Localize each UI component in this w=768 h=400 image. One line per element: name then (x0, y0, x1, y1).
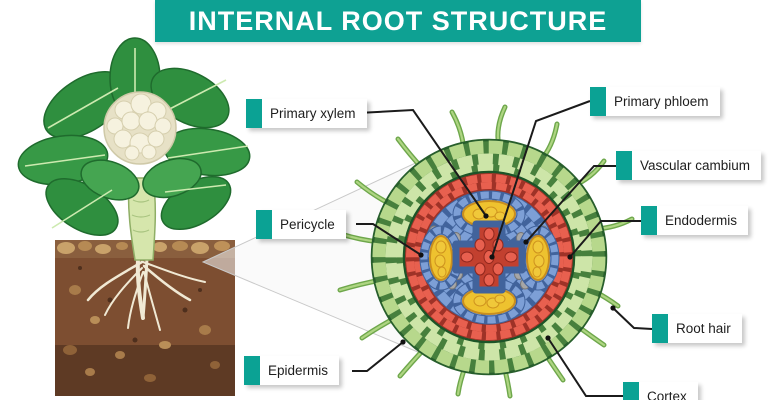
label-vascular-cambium: Vascular cambium (616, 151, 762, 180)
label-primary-phloem: Primary phloem (590, 87, 720, 116)
label-text: Root hair (676, 321, 731, 336)
cauliflower-head (103, 91, 177, 165)
leader-vascular-cambium (525, 165, 616, 243)
label-text: Vascular cambium (640, 158, 751, 173)
label-marker-icon (246, 99, 262, 128)
title-banner: INTERNAL ROOT STRUCTURE (155, 0, 641, 42)
leader-pericycle (356, 223, 422, 256)
page-title: INTERNAL ROOT STRUCTURE (188, 5, 608, 36)
leader-primary-phloem (491, 100, 591, 258)
plant-roots (86, 256, 206, 331)
label-endodermis: Endodermis (641, 206, 749, 235)
label-text: Primary phloem (614, 94, 709, 109)
central-xylem-cross (452, 220, 526, 294)
label-marker-icon (590, 87, 606, 116)
label-pericycle: Pericycle (256, 210, 346, 239)
label-cortex: Cortex (623, 382, 698, 400)
leader-lines (352, 100, 653, 397)
label-marker-icon (256, 210, 272, 239)
label-marker-icon (616, 151, 632, 180)
leader-endodermis (569, 220, 641, 258)
label-text: Cortex (647, 389, 687, 400)
label-marker-icon (641, 206, 657, 235)
label-text: Primary xylem (270, 106, 356, 121)
label-root-hair: Root hair (652, 314, 742, 343)
leaf-veins (24, 48, 249, 229)
leader-endpoint-dots (400, 213, 616, 345)
leader-cortex (547, 337, 623, 397)
label-marker-icon (623, 382, 639, 400)
label-text: Endodermis (665, 213, 738, 228)
plant-illustration (17, 37, 251, 396)
leader-primary-xylem (357, 108, 487, 217)
leader-root-hair (612, 307, 653, 330)
label-text: Epidermis (268, 363, 329, 378)
label-marker-icon (652, 314, 668, 343)
label-marker-icon (244, 356, 260, 385)
leader-epidermis (352, 341, 404, 372)
label-text: Pericycle (280, 217, 335, 232)
label-epidermis: Epidermis (244, 356, 340, 385)
root-cross-section (337, 104, 635, 399)
xylem-bundle-right (516, 225, 560, 291)
label-primary-xylem: Primary xylem (246, 99, 367, 128)
